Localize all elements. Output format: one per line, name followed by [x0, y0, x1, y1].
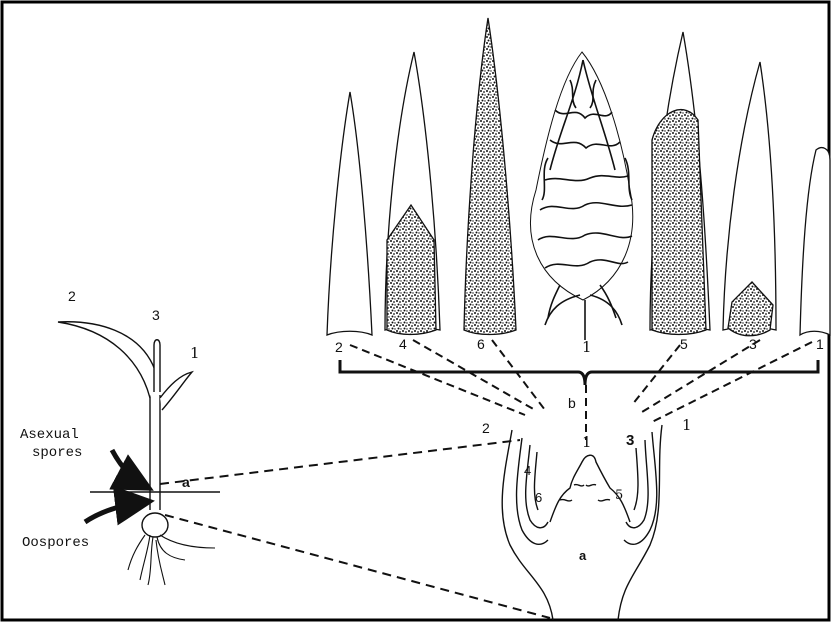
- leaf-1-center-hairy: [531, 52, 633, 340]
- shoot-cross-section: [502, 425, 662, 620]
- leaf-6: [464, 18, 516, 335]
- seedling-label-1: 1: [190, 344, 200, 362]
- asexual-spores-label-line1: Asexual: [20, 427, 79, 443]
- oospores-label: Oospores: [22, 535, 89, 551]
- seedling-leaf-3: [154, 340, 160, 392]
- asexual-spores-label-line2: spores: [32, 445, 82, 461]
- leaf-label-5: 5: [680, 336, 688, 352]
- roots: [128, 535, 215, 585]
- section-label-2: 2: [482, 420, 490, 436]
- seedling-label-2: 2: [68, 288, 76, 304]
- leaf-to-section-lines: [350, 340, 812, 440]
- leaf-label-1-center: 1: [582, 338, 592, 356]
- leaf-label-4: 4: [399, 336, 407, 352]
- section-label-1-right: 1: [682, 416, 692, 434]
- seed: [142, 513, 168, 537]
- section-label-6: 6: [535, 490, 542, 505]
- section-label-a: a: [579, 548, 587, 563]
- section-label-4: 4: [524, 463, 531, 478]
- seedling-leaf-2: [58, 322, 155, 398]
- section-label-5: 5: [615, 488, 623, 503]
- seedling-leaf-1: [160, 372, 192, 410]
- projection-lines: [160, 440, 550, 618]
- leaf-label-6: 6: [477, 336, 485, 352]
- section-label-b: b: [568, 395, 576, 411]
- oospores-arrow: [85, 502, 145, 522]
- leaf-1-right: [800, 148, 830, 335]
- section-label-3: 3: [626, 432, 634, 449]
- leaf-row-labels: 2 4 6 1 5 3 1: [335, 336, 824, 356]
- leaf-label-3: 3: [749, 336, 757, 352]
- asexual-spores-arrow: [112, 450, 145, 486]
- leaf-label-1-right: 1: [816, 336, 824, 352]
- leaf-label-2: 2: [335, 339, 343, 355]
- leaf-2: [327, 92, 372, 335]
- seedling-label-3: 3: [152, 307, 160, 323]
- section-label-1-center: 1: [582, 433, 592, 451]
- bracket-b: [340, 360, 818, 385]
- leaf-5-infection: [652, 110, 706, 335]
